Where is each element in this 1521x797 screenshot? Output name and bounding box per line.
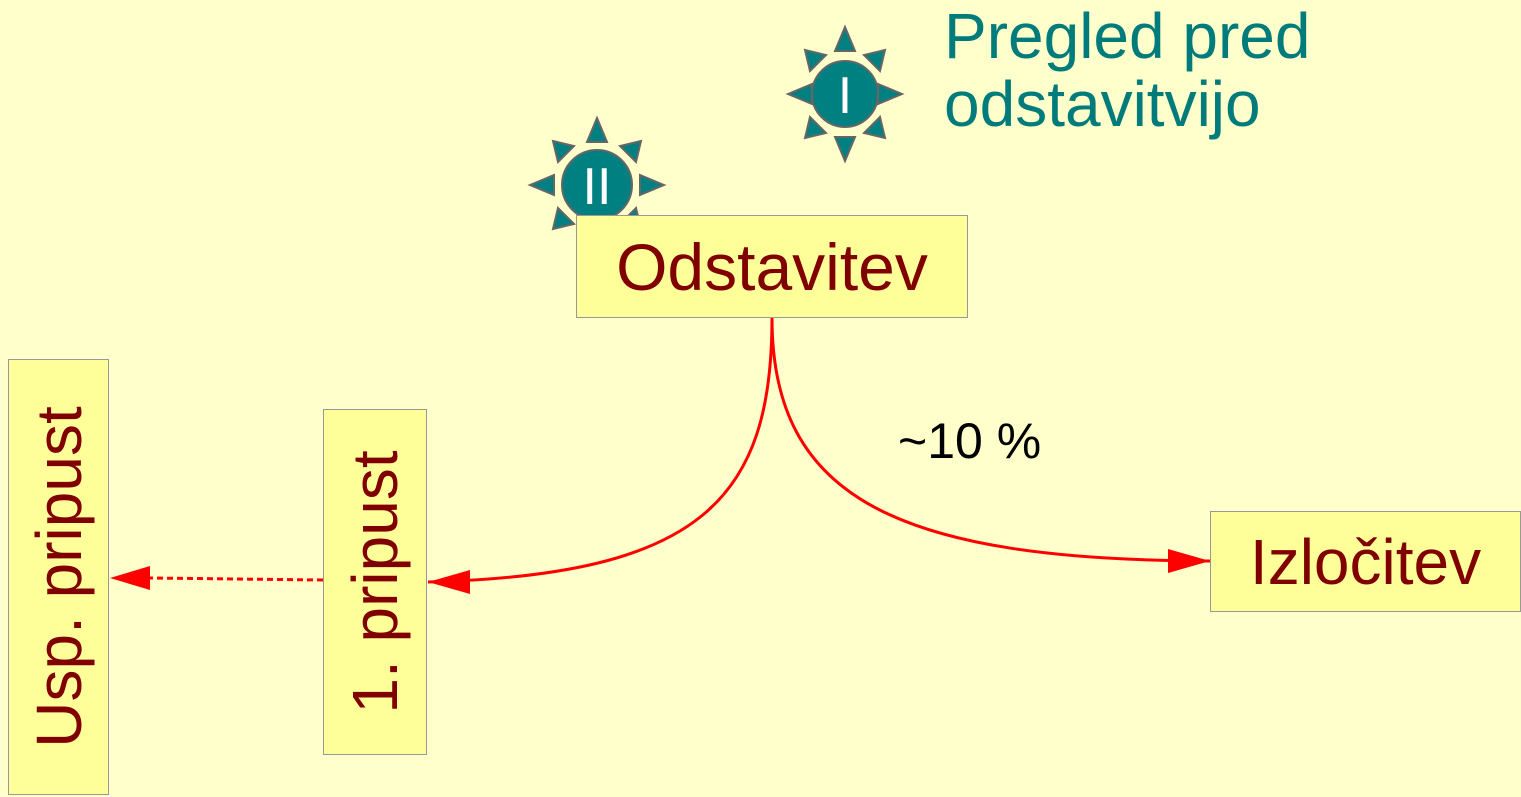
- node-odstavitev: Odstavitev: [576, 215, 968, 318]
- pripust1-label: 1. pripust: [339, 450, 411, 714]
- dashed-arrow-to-usp-pripust: [149, 576, 324, 582]
- usp-pripust-label: Usp. pripust: [22, 406, 95, 748]
- node-pripust1: 1. pripust: [323, 409, 427, 755]
- node-izlocitev: Izločitev: [1210, 511, 1521, 612]
- arrowhead-usp-pripust: [110, 566, 150, 590]
- node-usp-pripust: Usp. pripust: [8, 359, 109, 795]
- edge-label-izlocitev: ~10 %: [898, 413, 1042, 469]
- sun2-label: II: [583, 158, 612, 216]
- arrowhead-izlocitev: [1168, 549, 1210, 573]
- sun-icon: I: [785, 24, 905, 164]
- arrowhead-pripust1: [428, 570, 470, 594]
- sun1-label: I: [838, 67, 852, 125]
- arrow-to-pripust1: [427, 317, 774, 584]
- arrow-to-izlocitev: [770, 317, 1211, 563]
